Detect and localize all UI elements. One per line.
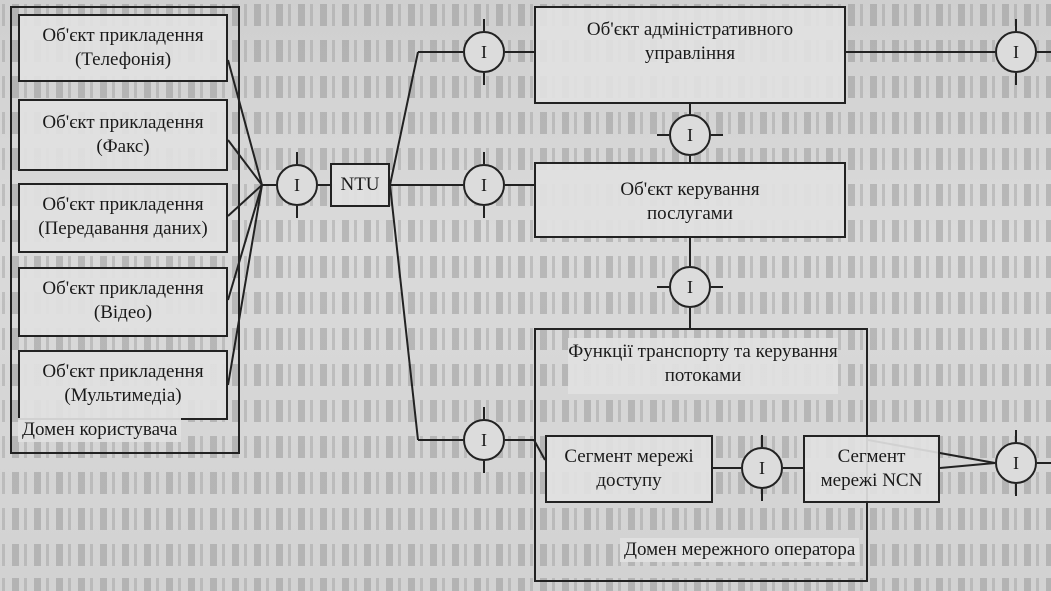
admin-object-line2: управління: [644, 43, 736, 64]
interface-right-top: I: [995, 31, 1037, 73]
app-video-type: (Відео): [93, 302, 153, 323]
interface-admin-tick-top: [483, 19, 485, 31]
interface-access-tick-bottom: [483, 461, 485, 473]
user-domain-frame: [10, 6, 240, 454]
app-telephony-title: Об'єкт прикладення: [42, 25, 204, 46]
interface-service: I: [463, 164, 505, 206]
app-telephony-type: (Телефонія): [74, 49, 172, 70]
admin-object-line1: Об'єкт адміністративного: [586, 19, 794, 40]
app-data: Об'єкт прикладення (Передавання даних): [18, 183, 228, 253]
app-multimedia-title: Об'єкт прикладення: [42, 361, 204, 382]
app-multimedia-type: (Мультимедіа): [64, 385, 182, 406]
interface-user-ntu-tick-bottom: [296, 206, 298, 218]
interface-service-tick-top: [483, 152, 485, 164]
interface-user-ntu: I: [276, 164, 318, 206]
interface-right-top-tick-bottom: [1015, 73, 1017, 85]
service-object-line1: Об'єкт керування: [620, 179, 760, 200]
app-video: Об'єкт прикладення (Відео): [18, 267, 228, 337]
interface-user-ntu-tick-top: [296, 152, 298, 164]
ncn-segment-box: Сегмент мережі NCN: [803, 435, 940, 503]
service-object-line2: послугами: [647, 203, 733, 224]
interface-right-bottom-tick-top: [1015, 430, 1017, 442]
service-object-box: Об'єкт керування послугами: [534, 162, 846, 238]
ntu-box: NTU: [330, 163, 390, 207]
app-data-title: Об'єкт прикладення: [42, 194, 204, 215]
ncn-segment-line2: мережі NCN: [820, 470, 923, 491]
access-segment-line1: Сегмент мережі: [564, 446, 694, 467]
interface-admin-service-tick-left: [657, 134, 669, 136]
admin-object-box: Об'єкт адміністративного управління: [534, 6, 846, 104]
interface-admin-service: I: [669, 114, 711, 156]
interface-access: I: [463, 419, 505, 461]
interface-service-transport-tick-left: [657, 286, 669, 288]
app-fax-type: (Факс): [96, 136, 150, 157]
interface-access-tick-top: [483, 407, 485, 419]
interface-service-transport: I: [669, 266, 711, 308]
transport-line1: Функції транспорту та керування: [568, 341, 838, 362]
transport-line2: потоками: [664, 365, 742, 386]
ncn-segment-line1: Сегмент: [837, 446, 906, 467]
interface-access-ncn: I: [741, 447, 783, 489]
interface-admin-service-tick-right: [711, 134, 723, 136]
transport-functions-box: Функції транспорту та керування потоками: [568, 338, 838, 394]
interface-admin: I: [463, 31, 505, 73]
interface-admin-tick-bottom: [483, 73, 485, 85]
user-domain-label: Домен користувача: [18, 418, 182, 442]
app-telephony: Об'єкт прикладення (Телефонія): [18, 14, 228, 82]
interface-access-ncn-tick-bottom: [761, 489, 763, 501]
interface-service-tick-bottom: [483, 206, 485, 218]
interface-access-ncn-tick-top: [761, 435, 763, 447]
access-segment-line2: доступу: [596, 470, 662, 491]
interface-service-transport-tick-right: [711, 286, 723, 288]
interface-right-top-tick-top: [1015, 19, 1017, 31]
app-data-type: (Передавання даних): [38, 218, 208, 239]
access-segment-box: Сегмент мережі доступу: [545, 435, 713, 503]
app-video-title: Об'єкт прикладення: [42, 278, 204, 299]
app-multimedia: Об'єкт прикладення (Мультимедіа): [18, 350, 228, 420]
interface-right-bottom: I: [995, 442, 1037, 484]
app-fax-title: Об'єкт прикладення: [42, 112, 204, 133]
ntu-label: NTU: [340, 174, 380, 195]
interface-right-bottom-tick-bottom: [1015, 484, 1017, 496]
app-fax: Об'єкт прикладення (Факс): [18, 99, 228, 171]
operator-domain-label: Домен мережного оператора: [620, 538, 860, 562]
